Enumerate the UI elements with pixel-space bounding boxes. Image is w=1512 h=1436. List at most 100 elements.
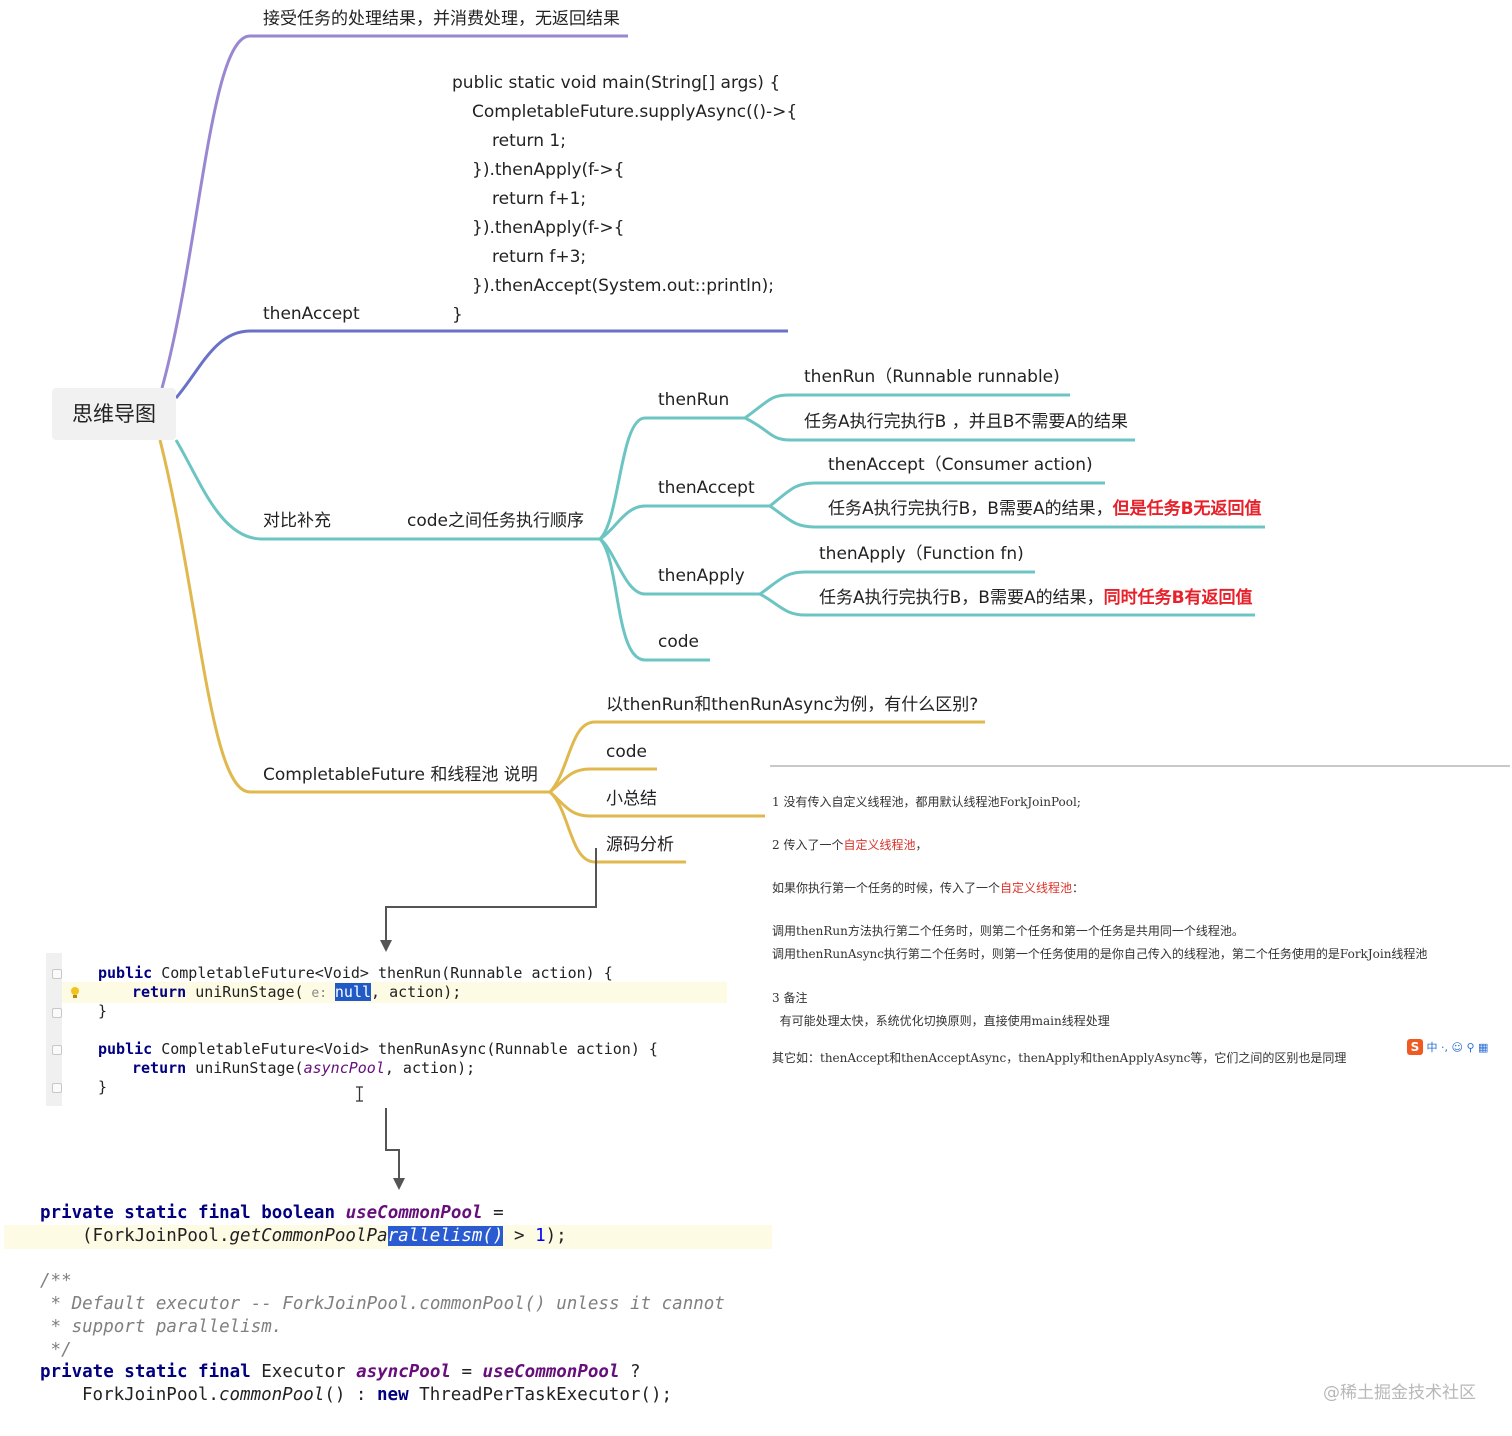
selected-token[interactable]: null [334, 983, 372, 1001]
code1-line3: } [98, 1002, 108, 1020]
node-thenrun-sig[interactable]: thenRun（Runnable runnable) [804, 367, 1060, 387]
code2-method: getCommonPoolPa [229, 1226, 388, 1246]
code2-text: > [503, 1226, 536, 1246]
fold-marker[interactable] [52, 1008, 62, 1018]
fold-marker[interactable] [52, 969, 62, 979]
pool-item-code[interactable]: code [606, 742, 647, 762]
code1-text: uniRunStage( [186, 983, 304, 1001]
node-thenrun-desc[interactable]: 任务A执行完执行B ，并且B不需要A的结果 [804, 412, 1128, 432]
code1-kw: public [98, 1040, 153, 1058]
connector-thenaccept2 [599, 504, 770, 541]
connector-thenrun-desc [744, 416, 1135, 442]
code1-text: uniRunStage( [186, 1059, 304, 1077]
node-thenapply-desc[interactable]: 任务A执行完执行B，B需要A的结果，同时任务B有返回值 [819, 588, 1253, 608]
node-thenapply[interactable]: thenApply [658, 566, 745, 586]
node-thenrun[interactable]: thenRun [658, 390, 730, 410]
thenaccept-desc-red: 但是任务B无返回值 [1112, 499, 1262, 519]
note-line-8: 其它如：thenAccept和thenAcceptAsync，thenApply… [772, 1051, 1347, 1065]
watermark: @稀土掘金技术社区 [1323, 1383, 1476, 1403]
code1-line4: public CompletableFuture<Void> thenRunAs… [98, 1040, 658, 1059]
code2-kw: new [377, 1385, 409, 1405]
code-line: return 1; [492, 131, 566, 151]
selected-token[interactable]: rallelism() [387, 1226, 504, 1246]
code2-comment: * Default executor -- ForkJoinPool.commo… [40, 1294, 725, 1314]
code1-text: CompletableFuture<Void> thenRun(Runnable… [152, 964, 613, 982]
connector-pool-summary [549, 790, 765, 818]
branch-thenaccept-label[interactable]: thenAccept [263, 304, 360, 324]
code2-line2: (ForkJoinPool.getCommonPoolParallelism()… [82, 1225, 567, 1248]
code-line: }).thenAccept(System.out::println); [472, 276, 774, 296]
code2-field: asyncPool [356, 1362, 451, 1382]
code1-kw: return [132, 983, 187, 1001]
code2-field: useCommonPool [345, 1203, 483, 1223]
fold-marker[interactable] [52, 1083, 62, 1093]
node-thenaccept-desc[interactable]: 任务A执行完执行B，B需要A的结果，但是任务B无返回值 [828, 499, 1262, 519]
pool-item-summary[interactable]: 小总结 [606, 789, 657, 809]
note-line-7: 有可能处理太快，系统优化切换原则，直接使用main线程处理 [772, 1014, 1110, 1028]
note-line-2: 2 传入了一个自定义线程池， [772, 838, 927, 853]
code2-text: = [450, 1362, 483, 1382]
bulb-icon[interactable] [70, 984, 80, 998]
fold-marker[interactable] [52, 1045, 62, 1055]
current-line-highlight [62, 982, 727, 1003]
thenapply-desc-text: 任务A执行完执行B，B需要A的结果， [819, 588, 1104, 608]
connector-compare [174, 439, 600, 541]
node-code[interactable]: code [658, 632, 699, 652]
ime-toolbar[interactable]: S 中 ·, ☺ ⚲ ▦ [1407, 1039, 1505, 1057]
root-node[interactable]: 思维导图 [52, 388, 176, 440]
code1-line6: } [98, 1078, 108, 1096]
code1-text: , action); [384, 1059, 476, 1077]
note-highlight: 自定义线程池 [1000, 881, 1073, 895]
code2-text: () : [324, 1385, 378, 1405]
connector-pool-code [549, 767, 657, 794]
connector-thenaccept [174, 329, 788, 399]
branch-compare-label[interactable]: 对比补充 [263, 511, 331, 531]
thenapply-desc-red: 同时任务B有返回值 [1103, 588, 1253, 608]
code-line: }).thenApply(f->{ [472, 218, 625, 238]
connector-thenaccept-sig [769, 481, 1105, 508]
code2-number: 1 [535, 1226, 546, 1246]
notes-panel [770, 765, 1510, 1097]
code1-line1: public CompletableFuture<Void> thenRun(R… [98, 964, 613, 983]
connector-thenapply-desc [759, 592, 1255, 617]
code1-kw: return [132, 1059, 187, 1077]
branch-consume-label[interactable]: 接受任务的处理结果，并消费处理，无返回结果 [263, 9, 620, 29]
note-line-4: 调用thenRun方法执行第二个任务时，则第二个任务和第一个任务是共用同一个线程… [772, 924, 1244, 938]
pool-item-source[interactable]: 源码分析 [606, 835, 674, 855]
connector-code [598, 537, 710, 662]
node-thenaccept[interactable]: thenAccept [658, 478, 755, 498]
code2-kw: private static final [40, 1362, 251, 1382]
node-thenapply-sig[interactable]: thenApply（Function fn) [819, 544, 1024, 564]
code-line: return f+1; [492, 189, 587, 209]
code2-field: useCommonPool [482, 1362, 620, 1382]
node-thenaccept-sig[interactable]: thenAccept（Consumer action) [828, 455, 1093, 475]
code2-text: (ForkJoinPool. [82, 1226, 230, 1246]
code-line: public static void main(String[] args) { [452, 73, 781, 93]
ime-status-icons: 中 ·, ☺ ⚲ ▦ [1426, 1041, 1489, 1054]
note-text: 2 传入了一个 [772, 838, 844, 852]
editor-gutter [46, 953, 62, 1106]
code2-comment: */ [40, 1340, 72, 1360]
code1-text: CompletableFuture<Void> thenRunAsync(Run… [152, 1040, 658, 1058]
thenaccept-desc-text: 任务A执行完执行B，B需要A的结果， [828, 499, 1113, 519]
note-highlight: 自定义线程池 [843, 838, 916, 852]
branch-pool-label[interactable]: CompletableFuture 和线程池 说明 [263, 765, 538, 785]
connector-pool-source [548, 790, 686, 864]
branch-compare-sub-label[interactable]: code之间任务执行顺序 [407, 511, 584, 531]
connector-consume [160, 34, 628, 389]
code-line: CompletableFuture.supplyAsync(()->{ [472, 102, 798, 122]
connector-pool-q [548, 720, 985, 794]
code2-text: ThreadPerTaskExecutor(); [408, 1385, 673, 1405]
connector-thenapply-sig [759, 570, 1035, 596]
pool-item-question[interactable]: 以thenRun和thenRunAsync为例，有什么区别? [606, 695, 979, 715]
ime-logo-icon: S [1407, 1039, 1423, 1055]
code1-line2: return uniRunStage( e: null, action); [132, 983, 461, 1003]
connector-thenaccept-desc [769, 504, 1265, 529]
code2-line4: ForkJoinPool.commonPool() : new ThreadPe… [82, 1384, 672, 1407]
code2-text: = [482, 1203, 504, 1223]
code2-comment: /** [40, 1271, 72, 1291]
note-line-5: 调用thenRunAsync执行第二个任务时，则第一个任务使用的是你自己传入的线… [772, 947, 1428, 961]
note-text: ， [915, 838, 928, 852]
